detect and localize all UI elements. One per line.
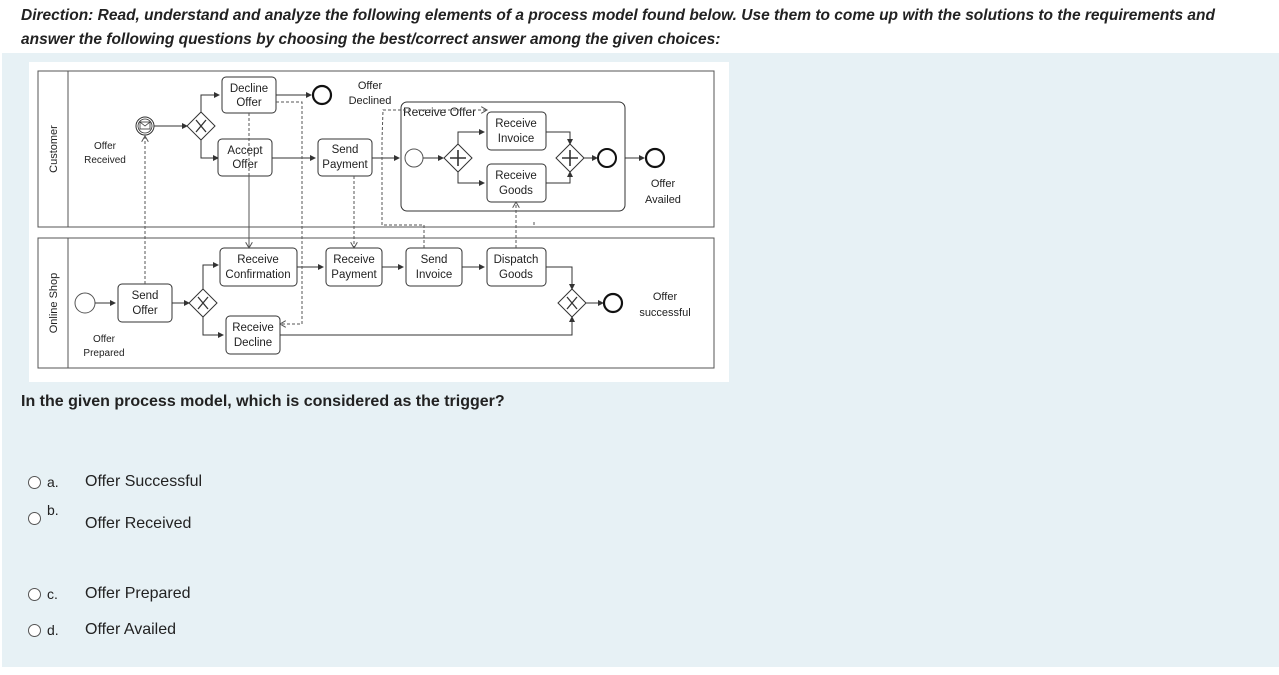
send-payment-label-2: Payment <box>322 159 368 171</box>
option-b-radio[interactable] <box>28 511 41 525</box>
option-a-radio[interactable] <box>28 475 41 489</box>
decline-offer-label-1: Decline <box>230 83 268 95</box>
shop-pool <box>37 237 715 369</box>
lane-label-customer: Customer <box>48 125 60 173</box>
customer-pool <box>37 70 715 228</box>
shop-event-gateway <box>188 288 218 318</box>
option-c-label[interactable]: Offer Prepared <box>85 585 191 602</box>
subprocess-start-event <box>404 148 424 168</box>
receive-payment-label-1: Receive <box>333 254 375 266</box>
process-model-diagram: Customer Online Shop Offer Received Decl… <box>29 62 729 382</box>
option-d-letter: d. <box>47 622 59 638</box>
accept-offer-label-1: Accept <box>227 145 263 157</box>
accept-offer-label-2: Offer <box>232 159 258 171</box>
offer-prepared-label-2: Prepared <box>83 348 124 359</box>
send-offer-label-1: Send <box>132 290 159 302</box>
option-a[interactable]: a. Offer Successful <box>28 469 202 495</box>
offer-availed-label-1: Offer <box>651 178 676 190</box>
receive-offer-subprocess <box>400 101 626 212</box>
subprocess-end-event <box>597 148 617 168</box>
offer-received-label-1: Offer <box>94 141 117 152</box>
offer-received-start-event <box>135 116 155 136</box>
directions-text: Direction: Read, understand and analyze … <box>21 7 1215 48</box>
receive-goods-label-1: Receive <box>495 170 537 182</box>
decline-offer-label-2: Offer <box>236 97 262 109</box>
option-c-letter: c. <box>47 586 58 602</box>
receive-confirmation-label-2: Confirmation <box>225 269 290 281</box>
send-payment-label-1: Send <box>332 144 359 156</box>
shop-xor-join-gateway <box>557 288 587 318</box>
offer-successful-label-1: Offer <box>653 291 678 303</box>
offer-declined-end-event <box>311 84 333 106</box>
offer-prepared-start-event <box>74 292 96 314</box>
option-d[interactable]: d. Offer Availed <box>28 617 176 643</box>
receive-invoice-task <box>486 111 547 151</box>
parallel-join-gateway <box>555 143 585 173</box>
message-flows <box>145 101 535 324</box>
customer-xor-gateway <box>186 111 216 141</box>
option-c[interactable]: c. Offer Prepared <box>28 581 191 607</box>
lane-label-shop: Online Shop <box>48 273 60 334</box>
send-invoice-label-2: Invoice <box>416 269 452 281</box>
option-a-letter: a. <box>47 474 59 490</box>
offer-successful-end-event <box>602 292 624 314</box>
offer-availed-end-event <box>644 147 666 169</box>
offer-prepared-label-1: Offer <box>93 334 116 345</box>
receive-decline-label-1: Receive <box>232 322 274 334</box>
send-offer-label-2: Offer <box>132 305 158 317</box>
dispatch-goods-label-2: Goods <box>499 269 533 281</box>
offer-availed-label-2: Availed <box>645 194 681 206</box>
question-stem: In the given process model, which is con… <box>21 393 505 410</box>
parallel-split-gateway <box>443 143 473 173</box>
receive-payment-label-2: Payment <box>331 269 377 281</box>
option-d-radio[interactable] <box>28 623 41 637</box>
option-b[interactable]: b. Offer Received <box>28 502 192 532</box>
offer-declined-label-2: Declined <box>349 95 392 107</box>
offer-successful-label-2: successful <box>639 307 690 319</box>
receive-goods-label-2: Goods <box>499 185 533 197</box>
offer-declined-label-1: Offer <box>358 80 383 92</box>
receive-invoice-label-2: Invoice <box>498 133 534 145</box>
receive-offer-subprocess-label: Receive Offer <box>403 105 476 119</box>
option-b-letter: b. <box>47 502 59 518</box>
option-a-label[interactable]: Offer Successful <box>85 473 203 490</box>
option-b-label[interactable]: Offer Received <box>85 515 192 532</box>
dispatch-goods-label-1: Dispatch <box>494 254 539 266</box>
option-d-label[interactable]: Offer Availed <box>85 621 177 638</box>
receive-confirmation-label-1: Receive <box>237 254 279 266</box>
option-c-radio[interactable] <box>28 587 41 601</box>
offer-received-label-2: Received <box>84 155 126 166</box>
send-invoice-label-1: Send <box>421 254 448 266</box>
receive-decline-label-2: Decline <box>234 337 272 349</box>
receive-invoice-label-1: Receive <box>495 118 537 130</box>
